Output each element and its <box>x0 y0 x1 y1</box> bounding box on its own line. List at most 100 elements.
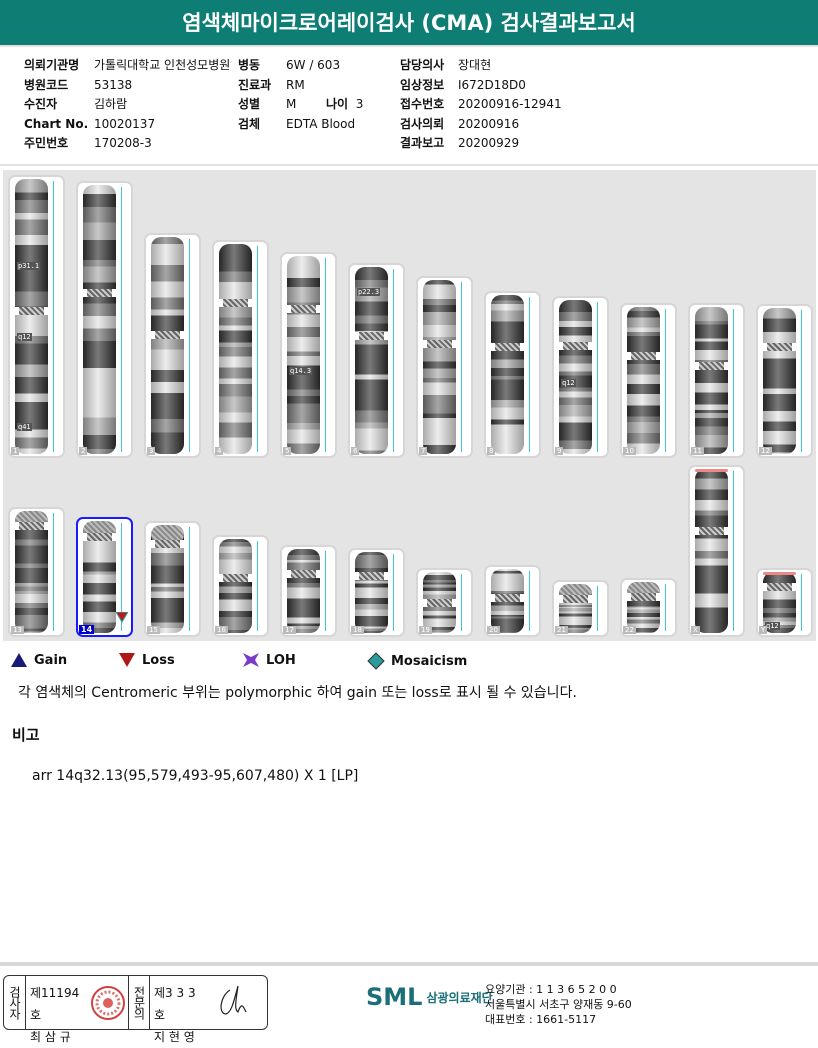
centromere <box>695 527 728 536</box>
address: 서울특별시 서초구 양재동 9-60 <box>485 998 632 1011</box>
chromosome-ideogram <box>355 267 388 454</box>
copy-number-line <box>665 309 666 452</box>
chromosome-12[interactable]: 12 <box>756 304 813 458</box>
chromosome-number: 19 <box>419 626 432 634</box>
doctor-label: 전문의 <box>132 986 146 1019</box>
sml-logo: SML <box>366 983 423 1011</box>
info-value: 가톨릭대학교 인천성모병원 <box>94 58 231 72</box>
chromosome-ideogram <box>83 185 116 454</box>
chromosome-2[interactable]: 2 <box>76 181 133 458</box>
centromere <box>491 593 524 602</box>
copy-number-line <box>121 187 122 452</box>
chromosome-20[interactable]: 20 <box>484 565 541 637</box>
tester-name: 최 삼 규 <box>30 1030 71 1044</box>
chromosome-ideogram <box>559 300 592 454</box>
chromosome-number: 14 <box>79 625 95 634</box>
info-label: 검사의뢰 <box>400 116 445 131</box>
info-value: 장대현 <box>458 58 492 72</box>
chromosome-X[interactable]: X <box>688 465 745 637</box>
copy-number-line <box>325 258 326 452</box>
age-value: 3 <box>355 97 364 111</box>
band-label: q14.3 <box>289 367 313 376</box>
chromosome-4[interactable]: 4 <box>212 240 269 458</box>
copy-number-line <box>189 527 190 631</box>
chromosome-16[interactable]: 16 <box>212 535 269 637</box>
copy-number-line <box>665 584 666 631</box>
chromosome-8[interactable]: 8 <box>484 291 541 458</box>
chromosome-number: 11 <box>691 447 704 455</box>
centromere <box>219 298 252 307</box>
chromosome-13[interactable]: 13 <box>8 507 65 637</box>
chromosome-22[interactable]: 22 <box>620 578 677 637</box>
chromosome-3[interactable]: 3 <box>144 233 201 458</box>
institution-code: 요양기관 : 1 1 3 6 5 2 0 0 <box>485 983 617 996</box>
company-logo: SML 삼광의료재단 <box>366 983 493 1011</box>
chromosome-14[interactable]: 14 <box>76 517 133 637</box>
report-title: 염색체마이크로어레이검사 (CMA) 검사결과보고서 <box>0 0 818 47</box>
chromosome-number: 20 <box>487 626 500 634</box>
satellite-region <box>151 525 184 545</box>
info-row: 의뢰기관명 가톨릭대학교 인천성모병원 <box>24 56 230 76</box>
centromere <box>763 343 796 352</box>
chromosome-15[interactable]: 15 <box>144 521 201 637</box>
copy-number-line <box>733 471 734 631</box>
chromosome-10[interactable]: 10 <box>620 303 677 458</box>
gain-triangle-icon <box>11 653 27 667</box>
chromosome-11[interactable]: 11 <box>688 303 745 458</box>
tester-number: 제11194호 <box>30 986 80 1022</box>
info-value: RM <box>286 77 305 92</box>
info-value: 170208-3 <box>94 136 152 150</box>
centromere <box>151 540 184 549</box>
telomere-marker <box>763 572 796 575</box>
doctor-name: 지 현 영 <box>154 1030 195 1044</box>
chromosome-number: 17 <box>283 626 296 634</box>
centromere <box>763 583 796 592</box>
chromosome-ideogram <box>491 295 524 454</box>
copy-number-line <box>461 574 462 631</box>
copy-number-line <box>121 523 122 631</box>
chromosome-17[interactable]: 17 <box>280 545 337 637</box>
centromere-note: 각 염색체의 Centromeric 부위는 polymorphic 하여 ga… <box>18 685 577 701</box>
phone: 대표번호 : 1661-5117 <box>485 1013 597 1026</box>
legend-loh-label: LOH <box>266 652 296 668</box>
remark-heading: 비고 <box>12 726 40 744</box>
chromosome-21[interactable]: 21 <box>552 580 609 637</box>
chromosome-18[interactable]: 18 <box>348 548 405 637</box>
legend-mosaicism-label: Mosaicism <box>391 653 468 669</box>
info-value: 김하람 <box>94 97 128 111</box>
telomere-marker <box>695 469 728 472</box>
centromere <box>559 594 592 603</box>
chromosome-number: 21 <box>555 626 568 634</box>
copy-number-line <box>461 282 462 452</box>
signature-icon <box>220 985 247 1015</box>
loss-marker-icon[interactable] <box>115 608 129 627</box>
copy-number-line <box>529 571 530 631</box>
tester-label-cell: 검사자 <box>4 976 26 1029</box>
chromosome-19[interactable]: 19 <box>416 568 473 637</box>
info-label: 의뢰기관명 <box>24 58 80 72</box>
chromosome-ideogram <box>627 307 660 454</box>
chromosome-7[interactable]: 7 <box>416 276 473 458</box>
centromere <box>287 305 320 314</box>
chromosome-ideogram <box>695 307 728 454</box>
band-label: p22.3 <box>357 288 381 297</box>
doctor-number: 제3 3 3 호 <box>154 986 196 1022</box>
copy-number-line <box>257 246 258 452</box>
doctor-label-cell: 전문의 <box>128 976 150 1029</box>
tester-label: 검사자 <box>7 986 22 1019</box>
chromosome-number: 9 <box>555 447 564 455</box>
copy-number-line <box>393 269 394 452</box>
